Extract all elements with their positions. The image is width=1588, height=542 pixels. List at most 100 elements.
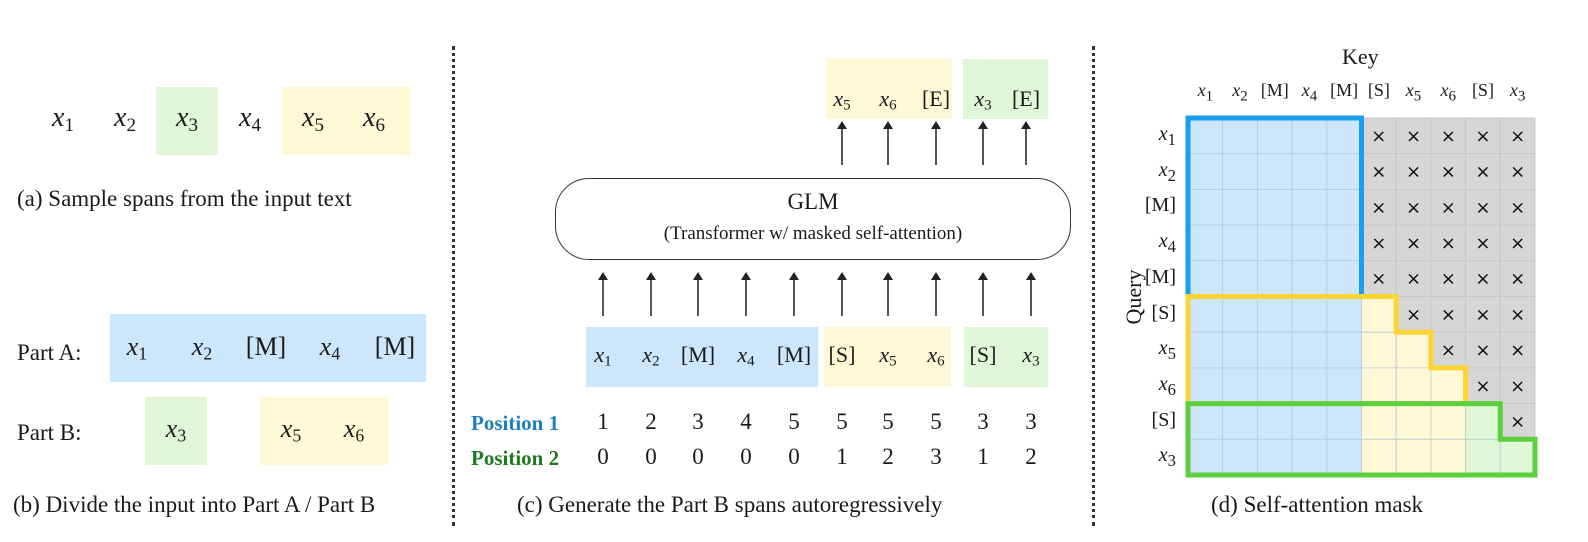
masked-x-icon: × — [1441, 340, 1456, 361]
masked-x-icon: × — [1406, 162, 1421, 183]
masked-x-icon: × — [1510, 126, 1525, 147]
mask-cell-masked — [1499, 296, 1536, 333]
mask-cell-attend — [1257, 331, 1293, 369]
mask-cell-attend — [1326, 153, 1362, 190]
mask-cell-attend — [1361, 296, 1397, 333]
masked-x-icon: × — [1475, 340, 1490, 361]
mask-cell-masked — [1395, 224, 1432, 262]
arrow-up-icon — [646, 272, 656, 316]
mask-cell-attend — [1361, 367, 1397, 404]
input-token: x6 — [927, 342, 945, 370]
token-x3: x3 — [176, 102, 198, 136]
output-token: [E] — [921, 86, 951, 111]
part-a-label: Part A: — [17, 340, 82, 365]
input-token: x1 — [594, 342, 612, 370]
input-token: x3 — [1022, 342, 1040, 370]
position-2-value: 0 — [740, 444, 752, 469]
part-b-token: x6 — [343, 414, 365, 446]
mask-cell-attend — [1291, 260, 1328, 297]
part-b-span-x5-x6 — [260, 397, 388, 465]
mask-cell-masked — [1465, 188, 1501, 226]
caption-a: (a) Sample spans from the input text — [17, 186, 352, 211]
masked-x-icon: × — [1510, 233, 1525, 254]
mask-cell-attend — [1326, 117, 1362, 155]
mask-cell-masked — [1361, 117, 1397, 155]
mask-cell-attend — [1465, 403, 1501, 440]
mask-cell-masked — [1430, 188, 1467, 226]
mask-cell-attend — [1257, 367, 1293, 404]
input-token: x4 — [737, 342, 755, 370]
position-2-value: 1 — [836, 444, 848, 469]
mask-cell-attend — [1222, 260, 1258, 297]
output-token: x6 — [879, 86, 897, 114]
query-token-header: [S] — [1151, 301, 1176, 324]
mask-cell-attend — [1222, 224, 1258, 262]
key-token-header: [M] — [1260, 80, 1289, 100]
key-token-header: [M] — [1330, 80, 1359, 100]
mask-cell-attend — [1430, 438, 1467, 476]
mask-cell-attend — [1361, 403, 1397, 440]
mask-cell-attend — [1257, 403, 1293, 440]
masked-x-icon: × — [1510, 162, 1525, 183]
masked-x-icon: × — [1441, 197, 1456, 218]
part-a-token: x2 — [191, 332, 213, 364]
masked-x-icon: × — [1406, 304, 1421, 325]
position-1-value: 3 — [692, 409, 704, 434]
mask-cell-attend — [1222, 117, 1258, 155]
query-token-header: x3 — [1158, 444, 1176, 471]
position-1-value: 1 — [597, 409, 609, 434]
part-a-token: [M] — [374, 332, 416, 361]
glm-title: GLM — [787, 189, 839, 214]
mask-cell-attend — [1291, 367, 1328, 404]
query-token-header: [M] — [1144, 265, 1176, 288]
token-x5: x5 — [302, 102, 324, 136]
mask-cell-attend — [1361, 438, 1397, 476]
mask-cell-masked — [1499, 331, 1536, 369]
mask-cell-attend — [1187, 153, 1224, 190]
mask-cell-masked — [1395, 117, 1432, 155]
arrow-up-icon — [693, 272, 703, 316]
part-a-token: x1 — [126, 332, 148, 364]
mask-cell-attend — [1326, 188, 1362, 226]
query-token-header: x4 — [1158, 230, 1176, 257]
key-token-header: x4 — [1301, 80, 1318, 105]
part-a-token: [M] — [245, 332, 287, 361]
mask-cell-masked — [1465, 296, 1501, 333]
mask-cell-masked — [1465, 331, 1501, 369]
query-token-header: x1 — [1158, 123, 1176, 149]
query-token-header: [S] — [1151, 408, 1176, 431]
masked-x-icon: × — [1406, 233, 1421, 254]
key-token-header: [S] — [1367, 80, 1390, 100]
query-token-header: x5 — [1158, 337, 1176, 364]
mask-cell-masked — [1499, 153, 1536, 190]
arrow-up-icon — [883, 272, 893, 316]
mask-cell-masked — [1465, 153, 1501, 190]
position-2-value: 0 — [597, 444, 609, 469]
key-token-header: x5 — [1405, 80, 1422, 105]
position-1-value: 4 — [740, 409, 752, 434]
input-token: [S] — [828, 342, 856, 367]
mask-cell-attend — [1257, 117, 1293, 155]
mask-cell-attend — [1465, 438, 1501, 476]
mask-cell-masked — [1430, 117, 1467, 155]
masked-x-icon: × — [1475, 126, 1490, 147]
input-token: x5 — [879, 342, 897, 370]
position-2-value: 3 — [930, 444, 942, 469]
token-x2: x2 — [114, 102, 136, 136]
masked-x-icon: × — [1475, 304, 1490, 325]
masked-x-icon: × — [1406, 269, 1421, 290]
position-1-value: 2 — [645, 409, 657, 434]
input-span-1-box — [824, 327, 951, 387]
mask-cell-attend — [1326, 224, 1362, 262]
mask-cell-attend — [1499, 438, 1536, 476]
part-a-token: x4 — [319, 332, 341, 364]
masked-x-icon: × — [1510, 269, 1525, 290]
input-token: [S] — [969, 342, 997, 367]
position-1-value: 5 — [836, 409, 848, 434]
position-1-value: 5 — [788, 409, 800, 434]
position-2-value: 0 — [788, 444, 800, 469]
masked-x-icon: × — [1475, 269, 1490, 290]
mask-cell-attend — [1257, 260, 1293, 297]
masked-x-icon: × — [1510, 197, 1525, 218]
